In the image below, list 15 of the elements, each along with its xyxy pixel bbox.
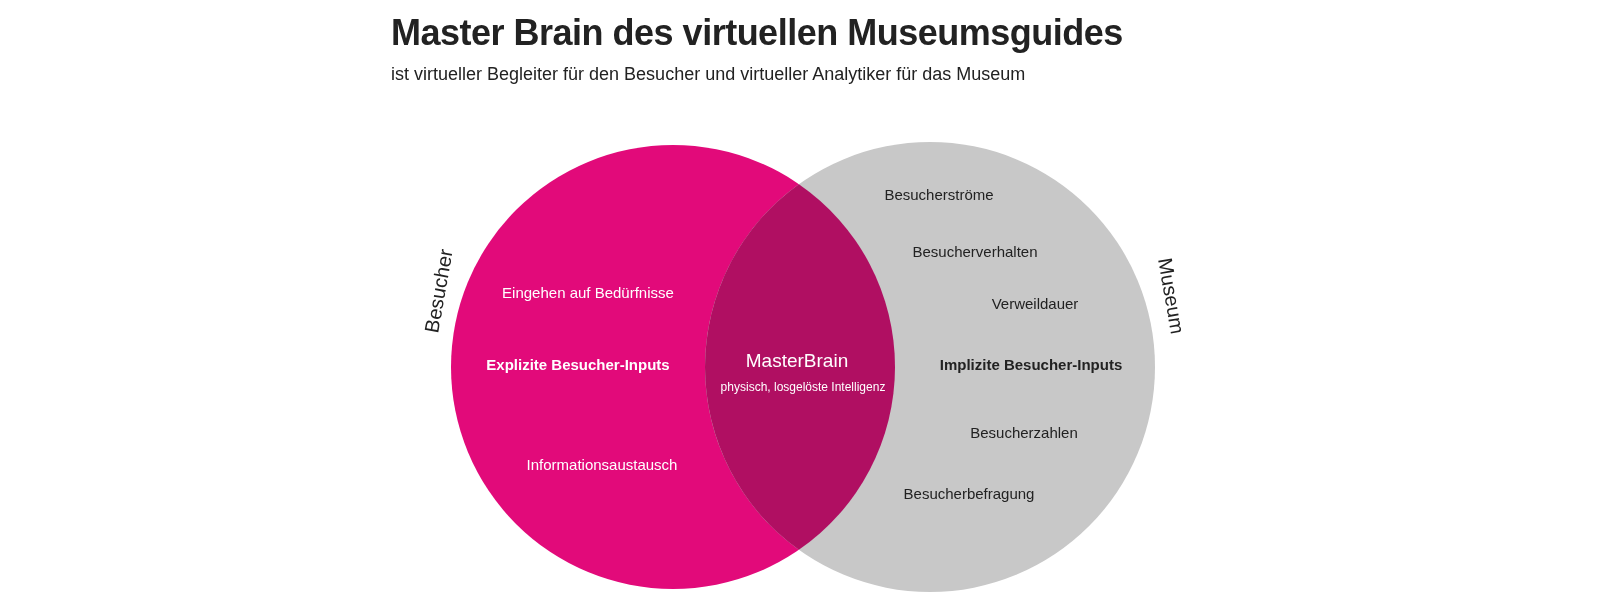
center-heading: MasterBrain [745, 350, 849, 372]
circle-item: Implizite Besucher-Inputs [939, 355, 1123, 373]
circle-item: Besucherbefragung [903, 484, 1035, 502]
circle-item: Informationsaustausch [526, 455, 678, 473]
circle-item: Verweildauer [991, 294, 1079, 312]
center-subtitle: physisch, losgelöste Intelligenz [720, 380, 886, 394]
circle-item: Explizite Besucher-Inputs [486, 355, 670, 373]
circle-item: Besucherverhalten [912, 242, 1038, 260]
circle-item: Eingehen auf Bedürfnisse [502, 283, 674, 301]
subtitle: ist virtueller Begleiter für den Besucher und virtueller Analytiker für das Museum [391, 64, 1026, 85]
circle-heading: Besucher [420, 247, 458, 335]
title: Master Brain des virtuellen Museumsguides [391, 12, 1123, 54]
circle-item: Besucherzahlen [970, 423, 1078, 441]
circle-item: Besucherströme [884, 185, 994, 203]
circle-heading: Museum [1153, 256, 1189, 336]
